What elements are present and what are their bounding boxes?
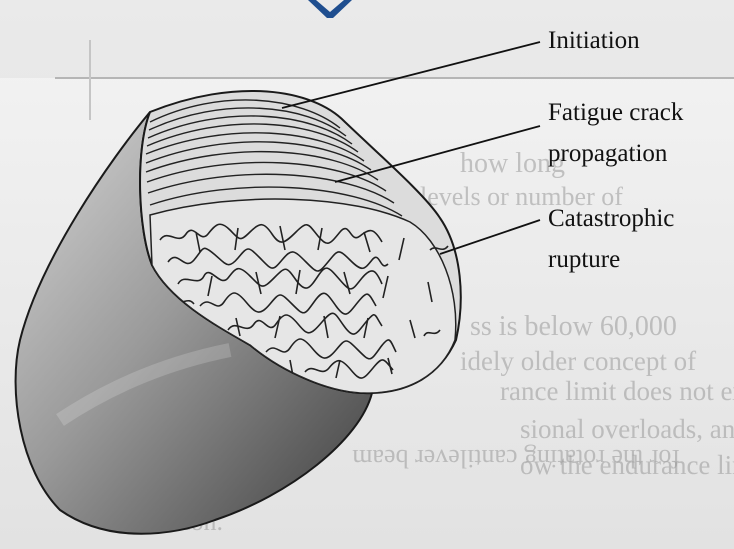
scanned-text-line: sional overloads, and ot	[520, 414, 734, 444]
scanned-text-line: ss is below 60,000	[470, 311, 677, 342]
scanned-text-line: rance limit does not ex	[500, 376, 734, 406]
label-catastrophic-line2: rupture	[548, 245, 620, 275]
label-fatigue-line2: propagation	[548, 139, 667, 169]
scanned-text-line: idely older concept of	[460, 346, 696, 376]
label-initiation: Initiation	[548, 26, 640, 56]
mirrored-caption: for the rotating cantilever beam	[352, 444, 680, 473]
label-catastrophic-line1: Catastrophic	[548, 204, 674, 234]
label-fatigue-line1: Fatigue crack	[548, 98, 683, 128]
